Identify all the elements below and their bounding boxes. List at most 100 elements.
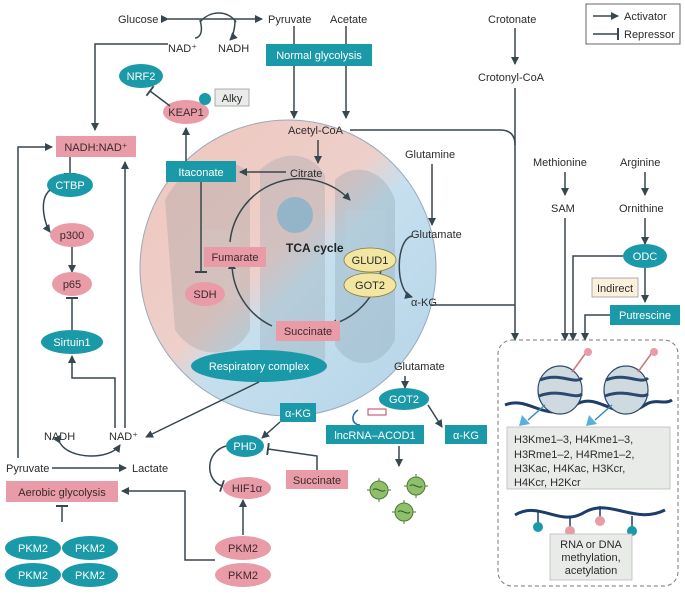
acetate-label: Acetate <box>330 14 367 26</box>
sdh-label: SDH <box>193 289 216 301</box>
pkm2-dimer-1 <box>215 536 271 560</box>
glutamate-lower-label: Glutamate <box>394 361 445 373</box>
methylation-line-1: RNA or DNA <box>560 539 622 551</box>
virus-icons <box>367 474 428 524</box>
got2-node <box>343 272 397 298</box>
akg-lower-label: α-KG <box>285 408 311 420</box>
histone-marks-box <box>506 426 671 490</box>
methylation-line-3: acetylation <box>565 565 618 577</box>
pyruvate-bottom-label: Pyruvate <box>6 463 49 475</box>
nad-plus-bottom-label: NAD⁺ <box>109 431 138 443</box>
p65-node <box>52 272 92 296</box>
nadh-nad-label: NADH:NAD⁺ <box>64 142 127 154</box>
pkm2-tetramer-3-label: PKM2 <box>18 570 48 582</box>
histone-marks-line-1: H3Kme1–3, H4Kme1–3, <box>514 434 633 446</box>
nadh-bottom-label: NADH <box>44 431 75 443</box>
nucleosome-1 <box>519 348 592 426</box>
lactate-label: Lactate <box>132 463 168 475</box>
itaconate-label: Itaconate <box>178 167 223 179</box>
nad-plus-top-label: NAD⁺ <box>168 43 197 55</box>
nrf2-node <box>119 64 163 88</box>
alky-label: Alky <box>222 93 243 105</box>
phd-node <box>226 435 264 457</box>
top-glycolysis: Glucose Pyruvate Acetate NAD⁺ NADH Norma… <box>118 12 372 180</box>
legend-activator: Activator <box>624 11 667 23</box>
glucose-label: Glucose <box>118 14 158 26</box>
methylation-box <box>549 533 633 581</box>
nucleosome-2 <box>586 348 658 426</box>
nrf2-label: NRF2 <box>127 71 156 83</box>
normal-glycolysis-label: Normal glycolysis <box>276 50 362 62</box>
crotonyl-coa-label: Crotonyl-CoA <box>478 72 545 84</box>
p300-label: p300 <box>60 230 84 242</box>
histone-marks-line-4: H4Kcr, H2Kcr <box>514 477 581 489</box>
pkm2-tetramer-4 <box>62 563 118 587</box>
ornithine-label: Ornithine <box>619 203 664 215</box>
sdh-node <box>185 282 225 306</box>
succinate-label: Succinate <box>284 326 332 338</box>
indirect-box <box>591 277 639 298</box>
histone-marks-line-2: H3Rme1–2, H4Rme1–2, <box>514 449 634 461</box>
glutamate-label: Glutamate <box>411 229 462 241</box>
pkm2-tetramer-4-label: PKM2 <box>75 570 105 582</box>
itaconate-box <box>166 161 236 182</box>
nrf2-keap1-group: NRF2 KEAP1 Alky <box>119 64 250 124</box>
sirtuin1-label: Sirtuin1 <box>53 337 90 349</box>
succinate-box <box>276 321 340 341</box>
akg-lower-box <box>280 403 316 422</box>
akg-right-box <box>445 425 487 444</box>
odc-label: ODC <box>633 251 658 263</box>
pkm2-tetramer-3 <box>5 563 61 587</box>
pkm2-tetramer-1 <box>5 536 61 560</box>
keap1-node <box>163 100 209 124</box>
fumarate-box <box>204 247 266 267</box>
pkm2-tetramer: PKM2 PKM2 PKM2 PKM2 <box>5 536 118 587</box>
histone-marks-line-3: H3Kac, H4Kac, H3Kcr, <box>514 463 625 475</box>
normal-glycolysis-box <box>266 44 372 66</box>
virus-icon <box>404 474 428 498</box>
pkm2-tetramer-1-label: PKM2 <box>18 543 48 555</box>
ctbp-node <box>47 173 93 197</box>
pyruvate-top-label: Pyruvate <box>268 14 311 26</box>
pkm2-dimer: PKM2 PKM2 <box>215 536 271 587</box>
indirect-label: Indirect <box>597 283 633 295</box>
acetyl-coa-label: Acetyl-CoA <box>288 125 344 137</box>
succinate-lower-label: Succinate <box>293 475 341 487</box>
akg-label: α-KG <box>411 297 437 309</box>
legend: Activator Repressor <box>585 3 681 45</box>
p65-label: p65 <box>63 279 81 291</box>
pkm2-dimer-2-label: PKM2 <box>228 570 258 582</box>
sam-label: SAM <box>551 203 575 215</box>
got2-lower-label: GOT2 <box>389 394 419 406</box>
hif1a-node <box>223 477 271 499</box>
alky-box <box>214 88 250 107</box>
citrate-label: Citrate <box>290 168 322 180</box>
glud1-label: GLUD1 <box>352 255 389 267</box>
crotonate-label: Crotonate <box>488 14 536 26</box>
succinate-lower-box <box>286 470 348 489</box>
phd-label: PHD <box>233 441 256 453</box>
putrescine-label: Putrescine <box>619 310 671 322</box>
virus-icon <box>392 500 416 524</box>
respiratory-complex-label: Respiratory complex <box>209 361 310 373</box>
pkm2-dimer-1-label: PKM2 <box>228 543 258 555</box>
akg-right-label: α-KG <box>453 430 479 442</box>
arginine-label: Arginine <box>620 157 660 169</box>
pkm2-tetramer-2-label: PKM2 <box>75 543 105 555</box>
sirtuin1-node <box>41 330 103 354</box>
odc-node <box>623 244 667 268</box>
nadh-nad-box <box>56 136 136 157</box>
virus-icon <box>367 478 391 502</box>
aerobic-glycolysis-label: Aerobic glycolysis <box>18 487 106 499</box>
respiratory-complex-node <box>191 350 327 382</box>
nadh-top-label: NADH <box>218 43 249 55</box>
lncrna-acod1-label: lncRNA–ACOD1 <box>334 430 415 442</box>
fumarate-label: Fumarate <box>211 252 258 264</box>
ctbp-label: CTBP <box>55 180 84 192</box>
nucleus-panel: H3Kme1–3, H4Kme1–3, H3Rme1–2, H4Rme1–2, … <box>497 339 679 587</box>
glutamine-label: Glutamine <box>405 149 455 161</box>
aerobic-glycolysis-box <box>6 481 118 502</box>
glud1-node <box>343 247 397 273</box>
methylation-line-2: methylation, <box>561 552 620 564</box>
